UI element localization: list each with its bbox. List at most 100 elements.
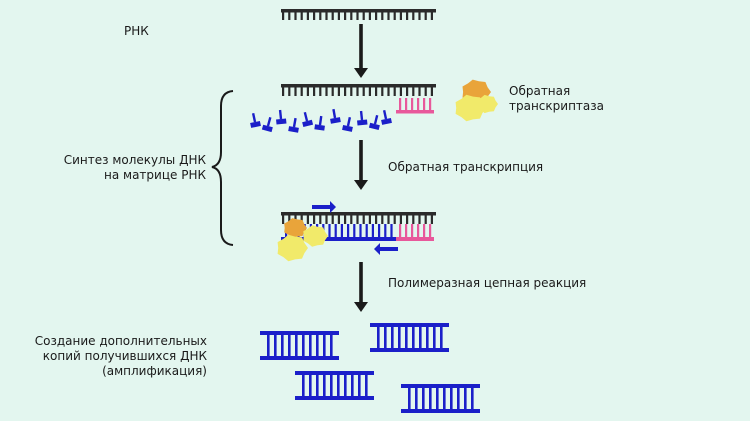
- rna-hybrid-tooth: [393, 212, 396, 224]
- rna-hybrid-tooth: [375, 212, 378, 224]
- dna-copy-3-rung: [309, 371, 312, 400]
- rna-mid-tooth: [430, 84, 433, 96]
- nucleotide-base: [330, 117, 341, 124]
- rna-top-tooth: [375, 9, 378, 20]
- rna-mid-tooth: [344, 84, 347, 96]
- arrow-3: [354, 262, 368, 312]
- rna-hybrid-tooth: [418, 212, 421, 224]
- nucleotide-stem: [292, 117, 297, 128]
- primer-hybrid-tooth: [411, 224, 414, 237]
- dna-copy-2: [370, 323, 449, 352]
- nucleotide-stem: [278, 109, 283, 120]
- rna-mid-tooth: [387, 84, 390, 96]
- dna-copy-1-bottom-strand: [260, 356, 339, 360]
- dna-new-tooth: [390, 224, 393, 237]
- nucleotide-base: [302, 119, 314, 128]
- dna-copy-1-rung: [302, 331, 305, 360]
- rna-mid-tooth: [356, 84, 359, 96]
- free-nucleotides: [250, 108, 392, 133]
- primer-backbone: [396, 110, 434, 114]
- rna-top-tooth: [393, 9, 396, 20]
- nucleotide: [276, 109, 287, 125]
- primer-tooth: [429, 98, 432, 110]
- dna-new-tooth: [371, 224, 374, 237]
- rna-hybrid-tooth: [368, 212, 371, 224]
- arrow-2-head: [354, 180, 368, 190]
- synthesis-label-line1: Синтез молекулы ДНК: [63, 153, 206, 167]
- dna-copy-2-rung: [377, 323, 380, 352]
- rna-top-tooth: [350, 9, 353, 20]
- nucleotide-base: [368, 122, 380, 131]
- dna-copy-2-rung: [419, 323, 422, 352]
- rna-mid-tooth: [294, 84, 297, 96]
- dna-copy-2-rung: [426, 323, 429, 352]
- rna-hybrid-tooth: [412, 212, 415, 224]
- rna-top-tooth: [288, 9, 291, 20]
- rna-hybrid-tooth: [399, 212, 402, 224]
- dna-copy-3: [295, 371, 374, 400]
- rna-strand-top: [281, 9, 436, 20]
- dna-copy-2-top-strand: [370, 323, 449, 327]
- dna-copy-1-rung: [288, 331, 291, 360]
- pcr-label: Полимеразная цепная реакция: [388, 276, 587, 290]
- rna-mid-tooth: [424, 84, 427, 96]
- rna-hybrid-tooth: [300, 212, 303, 224]
- rna-top-tooth: [300, 9, 303, 20]
- dna-copy-1-rung: [309, 331, 312, 360]
- nucleotide: [381, 109, 392, 125]
- arrow-2: [354, 140, 368, 190]
- dna-new-tooth: [365, 224, 368, 237]
- dna-copy-1: [260, 331, 339, 360]
- revertase-label-line2: транскриптаза: [509, 99, 604, 113]
- dna-copy-4: [401, 384, 480, 413]
- dna-copy-4-bottom-strand: [401, 409, 480, 413]
- nucleotide-base: [342, 124, 353, 132]
- rna-top-tooth: [294, 9, 297, 20]
- copies-label-line3: (амплификация): [102, 364, 207, 378]
- rna-top-tooth: [344, 9, 347, 20]
- dna-copy-2-rung: [398, 323, 401, 352]
- rna-top-tooth: [381, 9, 384, 20]
- rna-mid-tooth: [368, 84, 371, 96]
- dna-copy-4-rung: [457, 384, 460, 413]
- nucleotide-base: [288, 126, 299, 133]
- rna-mid-tooth: [337, 84, 340, 96]
- brace-path: [211, 90, 234, 246]
- rna-mid-tooth: [399, 84, 402, 96]
- rna-hybrid-tooth: [288, 212, 291, 224]
- nucleotide-stem: [359, 110, 364, 121]
- nucleotide: [357, 110, 368, 126]
- dna-copy-4-rung: [471, 384, 474, 413]
- primer-hybrid-tooth: [423, 224, 426, 237]
- nucleotide-base: [250, 120, 261, 128]
- dna-copy-4-rung: [415, 384, 418, 413]
- arrow-3-head: [354, 302, 368, 312]
- synthesis-label-line2: на матрице РНК: [104, 168, 206, 182]
- dna-copy-4-rung: [450, 384, 453, 413]
- reverse-transcription-label: Обратная транскрипция: [388, 160, 544, 174]
- dna-copy-2-rung: [405, 323, 408, 352]
- nucleotide: [330, 108, 341, 124]
- nucleotide-stem: [332, 108, 337, 119]
- nucleotide-stem: [266, 116, 272, 127]
- rna-top-tooth: [368, 9, 371, 20]
- nucleotide-base: [357, 119, 368, 126]
- rna-hybrid-tooth: [344, 212, 347, 224]
- primer-tooth: [423, 98, 426, 110]
- dna-copy-4-rung: [422, 384, 425, 413]
- dna-new-tooth: [378, 224, 381, 237]
- rna-hybrid-tooth: [319, 212, 322, 224]
- rna-hybrid-tooth: [313, 212, 316, 224]
- rna-hybrid-tooth: [356, 212, 359, 224]
- nucleotide: [342, 116, 353, 132]
- nucleotide-base: [314, 124, 325, 131]
- curly-brace: [211, 90, 234, 246]
- arrow-1-head: [354, 68, 368, 78]
- rna-top-tooth: [406, 9, 409, 20]
- primer-hybrid-tooth: [399, 224, 402, 237]
- enzyme-hybrid-yellow: [277, 234, 308, 262]
- enzyme-yellow-part-2: [477, 94, 498, 114]
- rna-strand-middle: [281, 84, 436, 96]
